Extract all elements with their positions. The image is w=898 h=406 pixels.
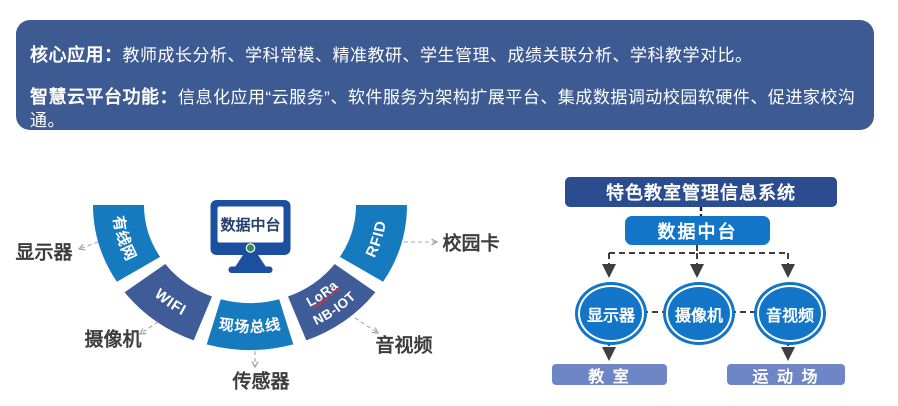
flow-title-box: 特色教室管理信息系统 bbox=[565, 177, 837, 207]
webcam-dot-icon bbox=[245, 243, 256, 253]
arrow-to-camera bbox=[138, 321, 159, 335]
arrow-to-display bbox=[77, 241, 99, 251]
banner-line1-label: 核心应用： bbox=[30, 45, 123, 65]
hub-segment-fieldbus bbox=[206, 299, 294, 351]
hub-center-label: 数据中台 bbox=[220, 216, 280, 234]
hub-segment-label-fieldbus: 现场总线 bbox=[217, 315, 282, 336]
diagram-svg: 有线网 WIFI 现场总线 LoRa NB-IOT RFID bbox=[77, 200, 795, 369]
flow-device-circle-camera: 摄像机 bbox=[666, 285, 732, 342]
flow-location-box-sportsfield: 运 动 场 bbox=[727, 364, 845, 386]
flow-location-box-classroom: 教 室 bbox=[552, 364, 667, 386]
peripheral-label-display: 显示器 bbox=[15, 242, 73, 264]
peripheral-label-sensor: 传感器 bbox=[232, 371, 290, 393]
peripheral-label-campus-card: 校园卡 bbox=[442, 233, 500, 255]
monitor-icon bbox=[210, 200, 291, 273]
banner-line-cloud-platform: 智慧云平台功能：信息化应用“云服务”、软件服务为架构扩展平台、集成数据调动校园软… bbox=[30, 86, 858, 132]
lora-spellcheck-squiggle bbox=[313, 289, 340, 310]
peripheral-label-audio-video: 音视频 bbox=[375, 335, 433, 357]
peripheral-label-camera: 摄像机 bbox=[84, 329, 142, 351]
banner-line-core-apps: 核心应用：教师成长分析、学科常模、精准教研、学生管理、成绩关联分析、学科教学对比… bbox=[30, 44, 858, 67]
hub-segment-wifi bbox=[124, 264, 212, 341]
hub-segment-lora-nbiot bbox=[288, 264, 376, 341]
hub-segment-rfid bbox=[339, 205, 407, 282]
banner-line1-text: 教师成长分析、学科常模、精准教研、学生管理、成绩关联分析、学科教学对比。 bbox=[122, 46, 753, 65]
banner: 核心应用：教师成长分析、学科常模、精准教研、学生管理、成绩关联分析、学科教学对比… bbox=[16, 20, 874, 130]
banner-line2-label: 智慧云平台功能： bbox=[30, 87, 178, 107]
hub-segment-wired-network bbox=[93, 205, 161, 282]
flow-device-circle-display: 显示器 bbox=[578, 285, 644, 342]
diagram-area: 有线网 WIFI 现场总线 LoRa NB-IOT RFID bbox=[0, 150, 898, 406]
banner-line2-text: 信息化应用“云服务”、软件服务为架构扩展平台、集成数据调动校园软硬件、促进家校沟… bbox=[30, 88, 856, 130]
flow-device-circle-audio-video: 音视频 bbox=[757, 285, 823, 342]
arrow-to-audio-video bbox=[354, 317, 380, 334]
flow-datahub-box: 数据中台 bbox=[625, 216, 770, 245]
